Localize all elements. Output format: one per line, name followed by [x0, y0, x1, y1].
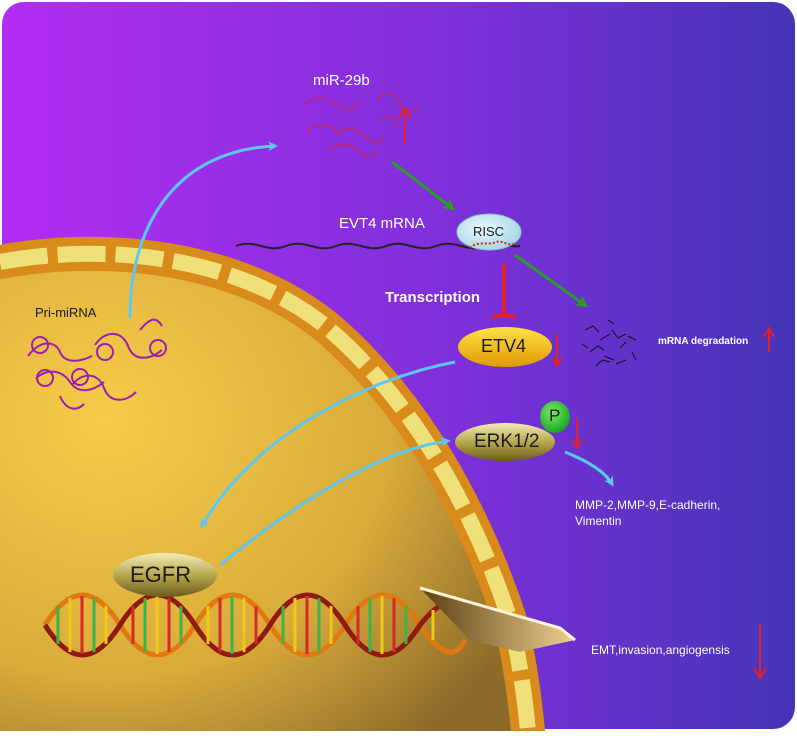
pri-mirna-label: Pri-miRNA [35, 305, 97, 320]
mir29b-fragments [304, 92, 419, 158]
transcription-label: Transcription [385, 289, 481, 306]
red-indicator-arrows [398, 106, 775, 680]
mrna-degradation-label: mRNA degradation [658, 336, 749, 347]
dna-helix [42, 592, 468, 658]
evt4-mrna-label: EVT4 mRNA [339, 215, 425, 232]
mir29b-label: miR-29b [313, 72, 370, 89]
risc-complex [456, 213, 522, 251]
green-arrows [391, 160, 589, 308]
up-arrow-icon [398, 106, 412, 144]
phospho-label: P [549, 406, 561, 425]
erk-pill [455, 423, 555, 461]
etv4-pill [458, 327, 552, 367]
down-arrow-icon [753, 624, 767, 680]
up-arrow-icon [763, 325, 775, 352]
down-arrow-icon [551, 334, 563, 369]
emt-label: EMT,invasion,angiogensis [591, 643, 730, 657]
etv4-to-egfr-arrow [200, 360, 456, 529]
erk-to-mmp-arrow [564, 450, 614, 487]
risc-to-degradation-arrow [514, 253, 589, 308]
degraded-mrna-fragments [581, 319, 637, 367]
mirna-to-risc-arrow [391, 160, 456, 211]
risc-label: RISC [473, 224, 505, 239]
erk-label: ERK1/2 [474, 431, 540, 452]
etv4-label: ETV4 [481, 336, 527, 356]
down-arrow-icon [571, 418, 583, 451]
egfr-label: EGFR [130, 562, 192, 587]
risc-bound-mirna [469, 240, 515, 249]
pri-mirna-hairpins [27, 318, 167, 410]
phospho-circle [540, 401, 570, 433]
export-arrow [128, 141, 278, 319]
blue-arrows [128, 141, 614, 567]
egfr-to-erk-arrow [219, 436, 451, 567]
output-wedge-arrow [419, 586, 576, 652]
mmp-label-line1: MMP-2,MMP-9,E-cadherin, [575, 498, 721, 512]
inhibit-icon [492, 264, 516, 318]
egfr-pill [113, 553, 217, 597]
mmp-label-line2: Vimentin [575, 514, 622, 528]
